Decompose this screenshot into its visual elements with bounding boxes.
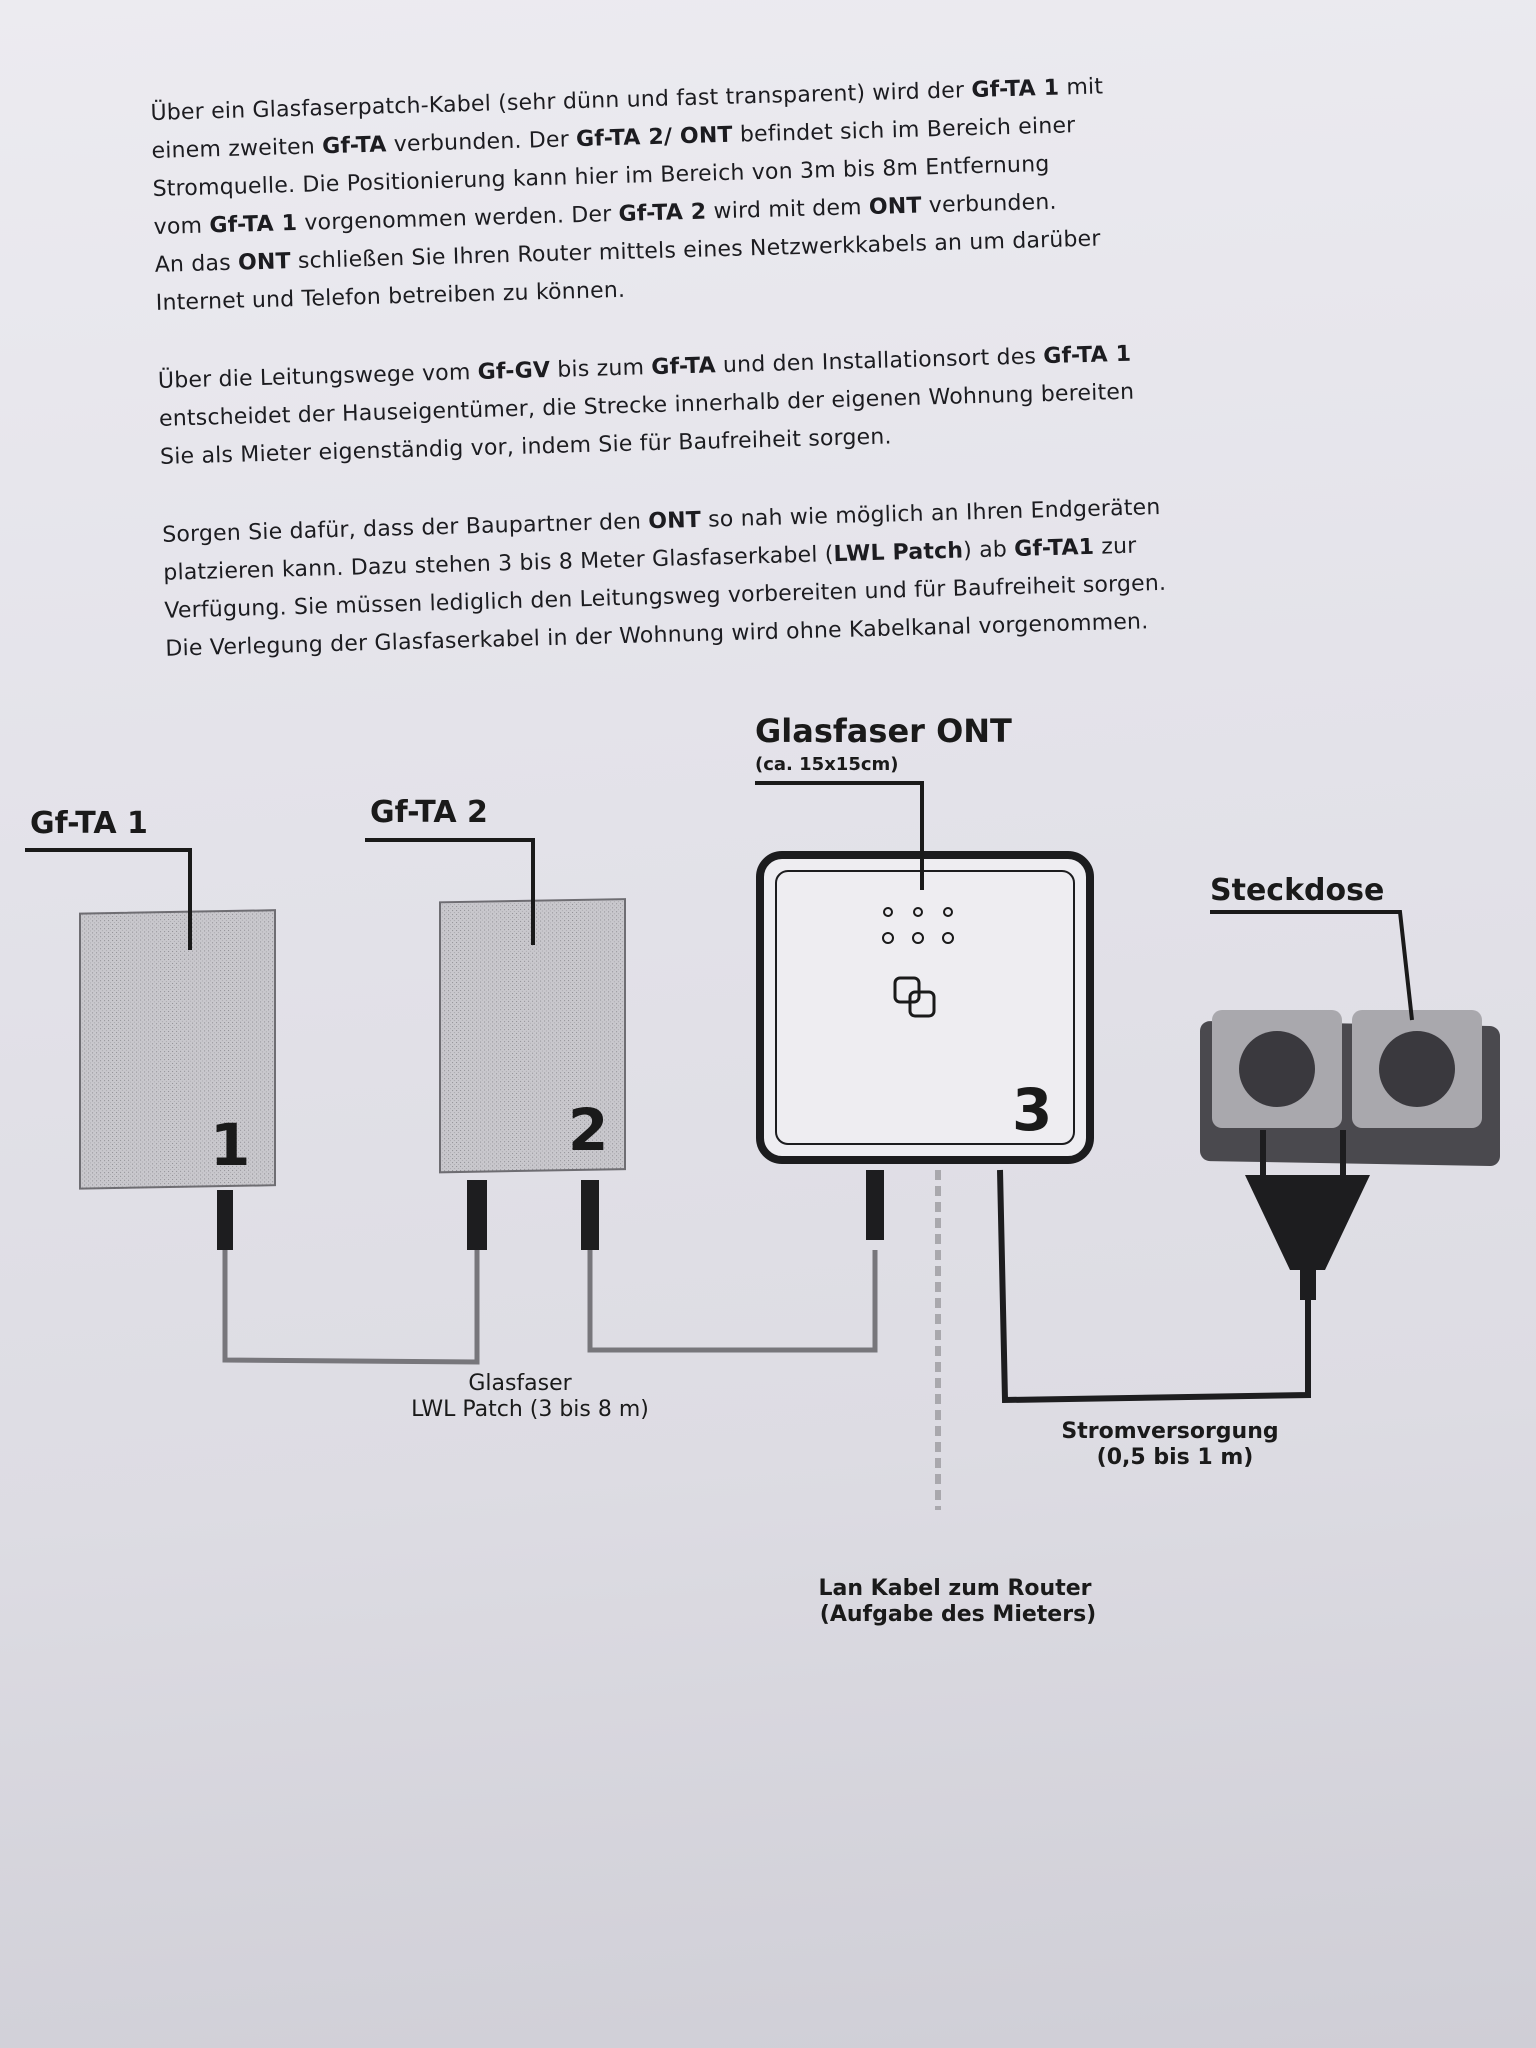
text-run: Über die Leitungswege vom: [157, 359, 479, 394]
text-run: mit: [1058, 74, 1104, 101]
lan-caption-1: Lan Kabel zum Router: [818, 1576, 1091, 1601]
bold-term: ONT: [237, 249, 292, 276]
bold-term: Gf-TA 1: [209, 210, 298, 239]
text-run: verbunden. Der: [386, 127, 577, 158]
patch-caption-1: Glasfaser: [468, 1371, 572, 1396]
bold-term: Gf-TA: [651, 353, 717, 381]
gf-ta-2-box: Gf-TA 2 2: [365, 795, 626, 1174]
bold-term: Gf-TA 1: [1042, 341, 1132, 370]
text-run: wird mit dem: [706, 194, 870, 225]
bold-term: Gf-TA 1: [971, 75, 1060, 104]
number-2: 2: [568, 1096, 608, 1164]
text-run: so nah wie möglich an Ihren Endgeräten: [700, 494, 1161, 533]
instruction-text: Über ein Glasfaserpatch-Kabel (sehr dünn…: [150, 63, 1317, 709]
gf-ta-1-label: Gf-TA 1: [30, 806, 148, 841]
ont-logo-icon: [893, 976, 936, 1018]
gf-ta-2-label: Gf-TA 2: [370, 795, 488, 830]
bold-term: Gf-GV: [477, 357, 551, 385]
bold-term: LWL Patch: [833, 538, 964, 568]
bold-term: Gf-TA1: [1013, 534, 1095, 563]
text-run: einem zweiten: [151, 134, 323, 164]
connector-plugs: [217, 1170, 884, 1250]
power-cable: [997, 1169, 1311, 1404]
text-run: Internet und Telefon betreiben zu können…: [155, 277, 626, 316]
ont-device: Glasfaser ONT (ca. 15x15cm) 3: [755, 712, 1094, 1164]
text-run: Sorgen Sie dafür, dass der Baupartner de…: [161, 509, 649, 548]
lan-caption-2: (Aufgabe des Mieters): [820, 1602, 1096, 1627]
text-run: vom: [153, 213, 210, 240]
bold-term: Gf-TA 2/ ONT: [575, 122, 734, 153]
text-run: ) ab: [962, 537, 1015, 564]
power-caption-2: (0,5 bis 1 m): [1097, 1445, 1254, 1470]
gf-ta-1-box: Gf-TA 1 1: [25, 806, 276, 1190]
bold-term: ONT: [868, 193, 922, 220]
text-run: bis zum: [549, 355, 652, 383]
text-run: vorgenommen werden. Der: [296, 201, 619, 236]
paragraph-1: Über ein Glasfaserpatch-Kabel (sehr dünn…: [150, 63, 1306, 323]
power-plug: [1245, 1175, 1370, 1270]
installation-diagram: Gf-TA 1 1 Gf-TA 2 2 Glasfaser ONT (ca. 1…: [25, 712, 1500, 1627]
bold-term: Gf-TA: [321, 132, 387, 160]
socket-label: Steckdose: [1210, 873, 1384, 908]
paragraph-2: Über die Leitungswege vom Gf-GV bis zum …: [157, 331, 1310, 477]
text-run: und den Installationsort des: [715, 344, 1044, 379]
bold-term: ONT: [647, 507, 702, 535]
ont-status-leds: [882, 907, 954, 944]
fiber-patch-cable: [222, 1250, 878, 1365]
number-3: 3: [1012, 1076, 1052, 1144]
power-caption-1: Stromversorgung: [1061, 1419, 1278, 1444]
power-socket: Steckdose: [1200, 873, 1500, 1300]
bold-term: Gf-TA 2: [618, 199, 707, 227]
paragraph-3: Sorgen Sie dafür, dass der Baupartner de…: [162, 485, 1316, 669]
text-run: An das: [154, 250, 239, 278]
patch-caption-2: LWL Patch (3 bis 8 m): [411, 1397, 649, 1422]
ont-size: (ca. 15x15cm): [755, 754, 899, 775]
text-run: befindet sich im Bereich einer: [732, 113, 1076, 148]
text-run: zur: [1093, 533, 1137, 560]
text-run: verbunden.: [921, 189, 1058, 219]
number-1: 1: [210, 1111, 250, 1179]
ont-title: Glasfaser ONT: [755, 712, 1012, 750]
